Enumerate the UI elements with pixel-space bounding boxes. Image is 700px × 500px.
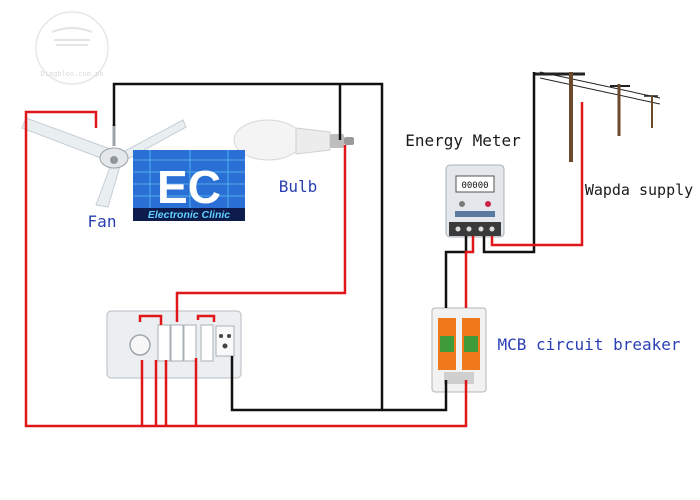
mcb-label: MCB circuit breaker: [497, 335, 680, 354]
mcb-breaker: [431, 307, 487, 393]
energy-meter: 00000: [445, 164, 505, 238]
logo-monogram: EC: [157, 161, 221, 213]
energy-meter-label: Energy Meter: [405, 131, 521, 150]
wapda-supply-label: Wapda supply: [585, 181, 693, 199]
fan-label: Fan: [88, 212, 117, 231]
led-bulb: [233, 119, 354, 161]
logo-text: Electronic Clinic: [148, 209, 230, 221]
switch-board: [106, 310, 242, 379]
live-wires: [24, 102, 584, 428]
bulb-label: Bulb: [279, 177, 318, 196]
meter-reading: 00000: [461, 181, 488, 191]
watermark-logo: Diagbloo.com.pk: [35, 11, 109, 85]
power-poles: [535, 71, 661, 162]
watermark-text: Diagbloo.com.pk: [40, 70, 104, 78]
neutral-wires: [112, 72, 536, 412]
electronic-clinic-logo: EC Electronic Clinic: [133, 150, 245, 221]
